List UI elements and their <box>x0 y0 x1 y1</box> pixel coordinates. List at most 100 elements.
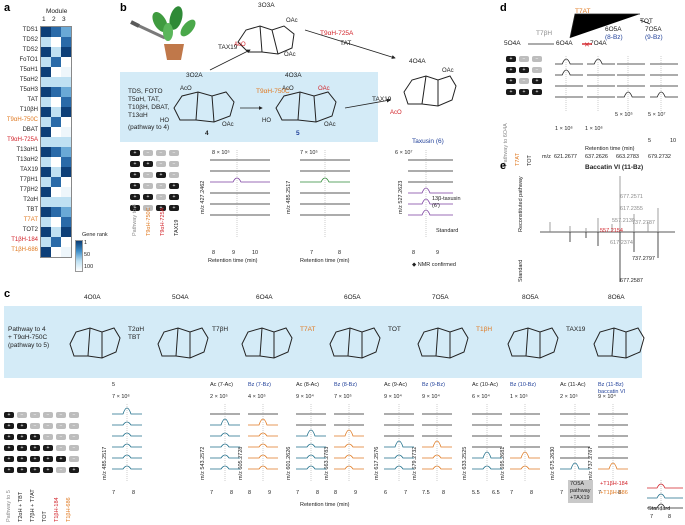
c-compound-4: 7O5A <box>432 294 449 301</box>
mz-b2: m/z 485.2517 <box>286 180 292 214</box>
c-tick-1-0-0: 7 <box>210 490 214 496</box>
heatmap-cell <box>51 177 61 187</box>
heatmap-cell <box>51 207 61 217</box>
gene-10: DBAT <box>22 127 38 133</box>
heatmap-cell <box>61 37 71 47</box>
heatmap-cell <box>51 197 61 207</box>
c-pill-r2-c2: + <box>30 434 40 440</box>
c-group-1-bz: Bz (7-Bz) <box>248 382 271 388</box>
c-compound-5: 8O5A <box>522 294 539 301</box>
d-pathway-arrows: ✕ <box>528 13 651 49</box>
c-enzyme-1: T7βH <box>212 326 229 333</box>
svg-text:OAc: OAc <box>222 122 234 128</box>
b-pill-r1-c2: − <box>156 161 166 167</box>
c-bottom-std: Standard <box>648 506 671 512</box>
svg-text:AcO: AcO <box>180 86 192 92</box>
b-pill-r2-c3: − <box>169 172 179 178</box>
rt-label-b1: Retention time (min) <box>208 258 258 264</box>
heatmap-cell <box>51 117 61 127</box>
d-chain-6o4a: 6O4A <box>556 40 573 47</box>
c-pill-r0-c4: − <box>56 412 66 418</box>
heatmap-cell <box>41 117 51 127</box>
gene-3: FoTO1 <box>19 57 38 63</box>
d-enzyme-tot: TOT <box>640 18 653 25</box>
heatmap-cell <box>41 197 51 207</box>
heatmap-cell <box>51 157 61 167</box>
e-ylabel-top: Reconstituted pathway <box>518 176 524 232</box>
d-mz-3: 663.2783 <box>616 154 639 160</box>
gene-2: TDS2 <box>22 47 38 53</box>
module-label: Module <box>46 8 68 15</box>
taxusin-label: Taxusin (6) <box>412 138 444 145</box>
mz-b3: m/z 527.2623 <box>398 180 404 214</box>
molecule-3o2a: HO AcO OAc <box>160 86 235 128</box>
molecule-4o3a: HO AcO OAc OAc <box>262 86 337 128</box>
svg-text:✕: ✕ <box>584 42 590 49</box>
d-trace-0-1 <box>555 69 583 76</box>
row-label-pathway4: Pathway to 4 <box>132 204 138 236</box>
c-group-3-ac: Ac (9-Ac) <box>384 382 407 388</box>
c-row-label-2: T7βH + T7AT <box>30 489 36 522</box>
c-enzyme-5: TAX19 <box>566 326 586 333</box>
b-pill-r1-c0: + <box>130 161 140 167</box>
c-group-4-ac: Ac (10-Ac) <box>472 382 498 388</box>
heatmap-cell <box>41 147 51 157</box>
gene-14: TAX19 <box>20 167 38 173</box>
module-num-1: 1 <box>42 16 46 23</box>
c-molecule-5 <box>507 327 559 359</box>
gene-rank-heatmap <box>40 26 72 258</box>
svg-text:OAc: OAc <box>318 86 330 92</box>
c-pill-r4-c4: + <box>56 456 66 462</box>
c-scale-4-scale_ac: 6 × 10⁴ <box>472 394 490 400</box>
gene-4: T5αH1 <box>19 67 38 73</box>
heatmap-cell <box>41 77 51 87</box>
d-trace-3-3 <box>650 91 678 98</box>
d-chain-7o5a: 7O5A <box>645 26 662 33</box>
d-bz-8: (8-Bz) <box>605 34 623 41</box>
panel-d-label: d <box>500 2 507 14</box>
c-pill-r0-c3: − <box>43 412 53 418</box>
svg-text:OAc: OAc <box>286 18 298 24</box>
c-pill-r1-c5: − <box>69 423 79 429</box>
d-rt-label: Retention time (min) <box>585 146 635 152</box>
rt-tick-b2-0: 7 <box>310 250 314 256</box>
rt-tick-b3-0: 8 <box>412 250 416 256</box>
b-trace-2-3 <box>408 187 453 194</box>
heatmap-cell <box>51 107 61 117</box>
e-bot-label-1: 677.2587 <box>620 278 643 284</box>
c-enzyme-2: T7AT <box>300 326 316 333</box>
d-pill-r0-c0: + <box>506 56 516 62</box>
d-mz-prefix: m/z <box>542 154 551 160</box>
gene-21: T1βH-184 <box>11 237 38 243</box>
heatmap-cell <box>41 207 51 217</box>
c-pill-r5-c4: − <box>56 467 66 473</box>
heatmap-cell <box>61 217 71 227</box>
b-pill-r4-c3: + <box>169 194 179 200</box>
c-scale-2-scale_ac: 9 × 10⁴ <box>296 394 314 400</box>
gene-1: TDS2 <box>22 37 38 43</box>
c-scale-3-scale_ac: 9 × 10⁴ <box>384 394 402 400</box>
c-pill-r5-c0: + <box>4 467 14 473</box>
c-pill-r3-c1: + <box>17 445 27 451</box>
c-tick-5-1-1: 8 <box>618 490 622 496</box>
heatmap-cell <box>51 147 61 157</box>
d-scale-3: 5 × 10⁵ <box>615 112 633 118</box>
gene-8: T10βH <box>19 107 38 113</box>
gene-11: T9αH-725A <box>7 137 38 143</box>
c-group-5-ac: Ac (11-Ac) <box>560 382 586 388</box>
gene-16: T7βH2 <box>19 187 38 193</box>
c-scale-1-scale_bz: 4 × 10⁵ <box>248 394 266 400</box>
svg-text:HO: HO <box>160 118 169 124</box>
c-pill-r3-c0: + <box>4 445 14 451</box>
c-pill-r3-c5: − <box>69 445 79 451</box>
legend-tick-100: 100 <box>84 264 94 270</box>
heatmap-cell <box>61 207 71 217</box>
heatmap-cell <box>51 97 61 107</box>
heatmap-cell <box>41 227 51 237</box>
c-group-1-ac: Ac (7-Ac) <box>210 382 233 388</box>
heatmap-cell <box>61 67 71 77</box>
c-pill-r0-c1: − <box>17 412 27 418</box>
c-bottom-tick-8: 8 <box>668 514 672 520</box>
b-pill-r0-c1: − <box>143 150 153 156</box>
pathway-highlight-c <box>4 306 642 378</box>
